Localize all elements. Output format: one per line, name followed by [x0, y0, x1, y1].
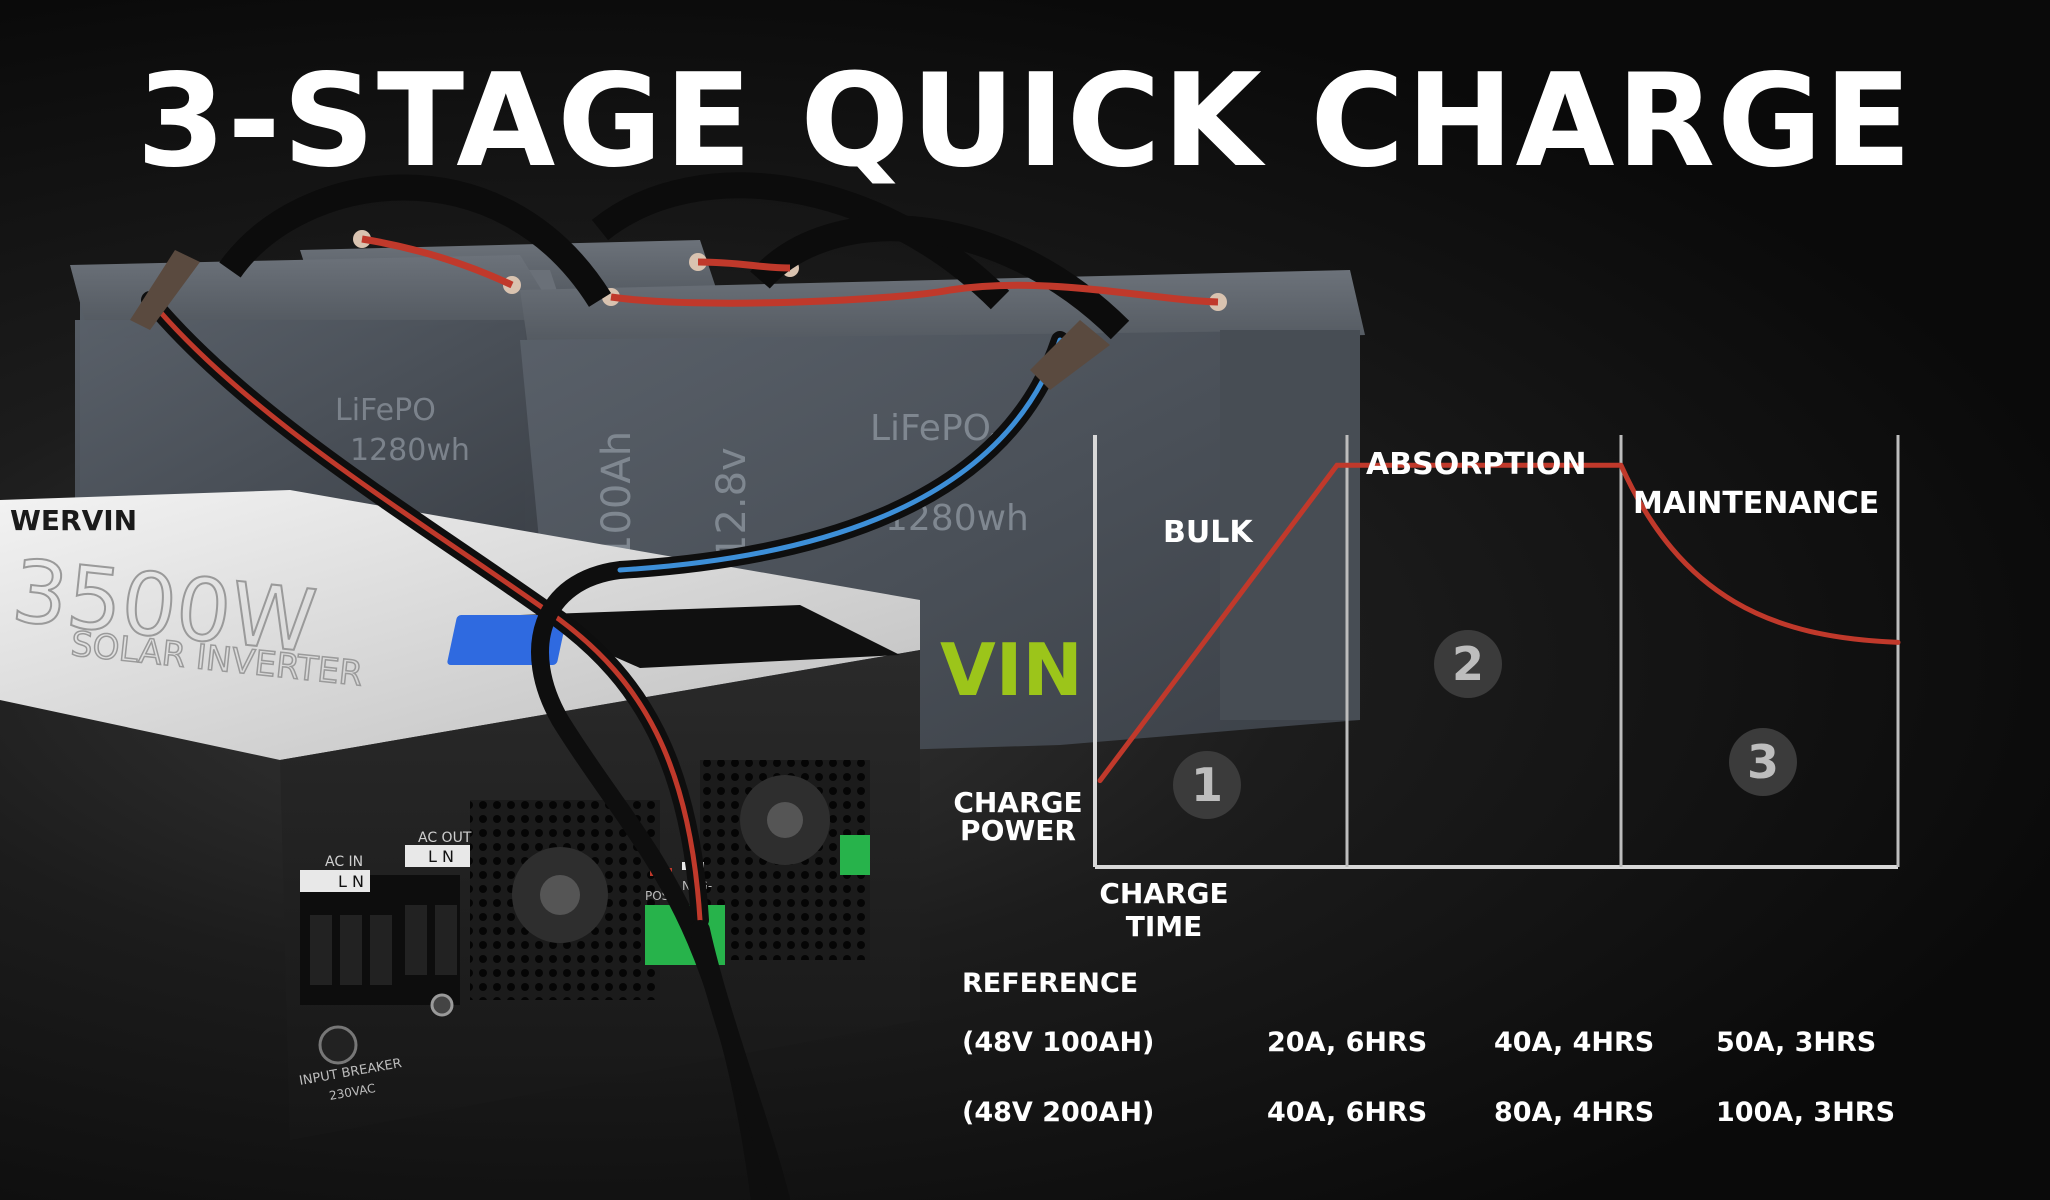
stage-badge [1173, 751, 1241, 819]
reference-value: 20A, 6HRS [1267, 1027, 1428, 1058]
reference-table: REFERENCE (48V 100AH) 20A, 6HRS 40A, 4HR… [962, 968, 2002, 1167]
main-cables [141, 291, 1069, 1200]
charge-curve-line [1097, 462, 1901, 784]
stage-label-bulk: BULK [1163, 515, 1254, 550]
stage-number: 2 [1452, 637, 1484, 691]
stage-label-maintenance: MAINTENANCE [1633, 486, 1879, 521]
reference-battery: (48V 100AH) [962, 1027, 1155, 1058]
chart-line-group [1097, 462, 1901, 784]
reference-value: 80A, 4HRS [1494, 1097, 1655, 1128]
x-axis-label: CHARGE [1099, 877, 1228, 910]
reference-title: REFERENCE [962, 968, 1139, 999]
stage-label-absorption: ABSORPTION [1366, 447, 1587, 482]
reference-value: 50A, 3HRS [1716, 1027, 1877, 1058]
battery-middle-chemistry: LiFePO [335, 393, 436, 428]
stage-number: 1 [1191, 758, 1223, 812]
chart-frame [1093, 435, 1900, 869]
battery-wires [361, 235, 1219, 307]
reference-value: 40A, 6HRS [1267, 1097, 1428, 1128]
reference-battery: (48V 200AH) [962, 1097, 1155, 1128]
battery-front-chemistry: LiFePO [870, 408, 991, 449]
battery-clamps [130, 250, 1110, 390]
reference-row-100ah: (48V 100AH) 20A, 6HRS 40A, 4HRS 50A, 3HR… [962, 1027, 2002, 1097]
reference-row-200ah: (48V 200AH) 40A, 6HRS 80A, 4HRS 100A, 3H… [962, 1097, 2002, 1167]
stage-badge [1729, 728, 1797, 796]
inverter-brand: WERVIN [10, 504, 137, 537]
y-axis-label: POWER [960, 814, 1076, 847]
battery-brand-mark: VIN [940, 628, 1083, 712]
stage-badge [1434, 630, 1502, 698]
stage-number: 3 [1747, 735, 1779, 789]
headline: 3-STAGE QUICK CHARGE [136, 47, 1914, 196]
chart-label-group: BULKABSORPTIONMAINTENANCE123CHARGEPOWERC… [953, 447, 1879, 943]
battery-middle-energy: 1280wh [350, 433, 470, 468]
reference-value: 100A, 3HRS [1716, 1097, 1896, 1128]
x-axis-label: TIME [1126, 910, 1203, 943]
battery-front-capacity: 100Ah [594, 431, 640, 560]
reference-value: 40A, 4HRS [1494, 1027, 1655, 1058]
y-axis-label: CHARGE [953, 786, 1082, 819]
ac-in-label: AC IN [325, 854, 363, 870]
battery-front-voltage: 12.8v [709, 447, 755, 560]
ac-in-terminals: L N [338, 872, 364, 891]
ac-out-label: AC OUT [418, 830, 472, 846]
battery-front: LiFePO 4 1280wh 100Ah 12.8v VIN [520, 270, 1365, 760]
ac-out-terminals: L N [428, 847, 454, 866]
